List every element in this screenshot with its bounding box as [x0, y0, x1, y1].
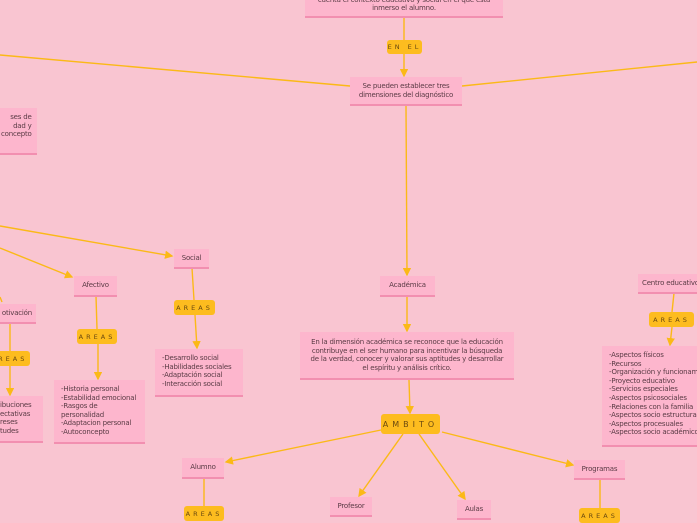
academica-node[interactable]: Académica — [380, 276, 435, 297]
afectivo-node[interactable]: Afectivo — [74, 276, 117, 297]
node-text: En la dimensión académica se reconoce qu… — [310, 338, 504, 372]
label-text: AREAS — [78, 332, 116, 341]
ambito-label: AMBITO — [381, 414, 440, 434]
label-text: AREAS — [653, 315, 690, 324]
areas-label-social: AREAS — [174, 300, 215, 315]
social-node[interactable]: Social — [174, 249, 209, 269]
profesor-node[interactable]: Profesor — [330, 497, 372, 517]
label-text: AMBITO — [382, 419, 439, 429]
areas-label-afectivo: AREAS — [77, 329, 117, 344]
node-text: Aulas — [464, 504, 484, 513]
social-areas-list[interactable]: -Desarrollo social -Habilidades sociales… — [155, 349, 243, 397]
label-text: AREAS — [0, 354, 28, 363]
node-text: -Desarrollo social -Habilidades sociales… — [162, 354, 232, 388]
centro-educativo-node[interactable]: Centro educativo — [638, 274, 697, 294]
areas-label-programas: AREAS — [579, 508, 620, 523]
node-text: ibuciones ectativas reses tudes — [0, 401, 32, 435]
node-text: cuenta el contexto educativo y social en… — [318, 0, 491, 12]
left-cut-node[interactable]: ses de dad y concepto — [0, 108, 37, 155]
label-text: EN EL — [387, 43, 422, 51]
centro-areas-list[interactable]: -Aspectos físicos -Recursos -Organizació… — [602, 346, 697, 447]
node-text: Afectivo — [82, 281, 109, 290]
label-text: AREAS — [581, 511, 618, 520]
label-text: AREAS — [176, 303, 213, 312]
node-text: Alumno — [190, 463, 216, 472]
academica-description-node[interactable]: En la dimensión académica se reconoce qu… — [300, 332, 514, 380]
context-node[interactable]: cuenta el contexto educativo y social en… — [305, 0, 503, 18]
motivacion-node[interactable]: otivación — [0, 304, 36, 324]
areas-label-centro: AREAS — [649, 312, 694, 327]
node-text: ses de dad y concepto — [1, 113, 32, 138]
node-text: -Historia personal -Estabilidad emociona… — [61, 385, 137, 436]
node-text: otivación — [1, 308, 32, 317]
label-text: AREAS — [185, 509, 223, 518]
programas-node[interactable]: Programas — [574, 460, 625, 480]
node-text: Se pueden establecer tres dimensiones de… — [358, 82, 454, 99]
afectivo-areas-list[interactable]: -Historia personal -Estabilidad emociona… — [54, 380, 145, 444]
node-text: Social — [181, 253, 202, 262]
dimensions-node[interactable]: Se pueden establecer tres dimensiones de… — [350, 77, 462, 106]
node-text: -Aspectos físicos -Recursos -Organizació… — [609, 351, 697, 437]
aulas-node[interactable]: Aulas — [457, 500, 491, 520]
areas-label-alumno: AREAS — [184, 506, 224, 521]
areas-label-motivacion: AREAS — [0, 351, 30, 366]
node-text: Profesor — [337, 501, 365, 510]
node-text: Programas — [581, 464, 618, 473]
motivacion-areas-list[interactable]: ibuciones ectativas reses tudes — [0, 396, 43, 443]
alumno-node[interactable]: Alumno — [182, 458, 224, 479]
node-text: Académica — [389, 281, 426, 290]
node-text: Centro educativo — [642, 278, 697, 287]
enel-label: EN EL — [387, 40, 422, 54]
